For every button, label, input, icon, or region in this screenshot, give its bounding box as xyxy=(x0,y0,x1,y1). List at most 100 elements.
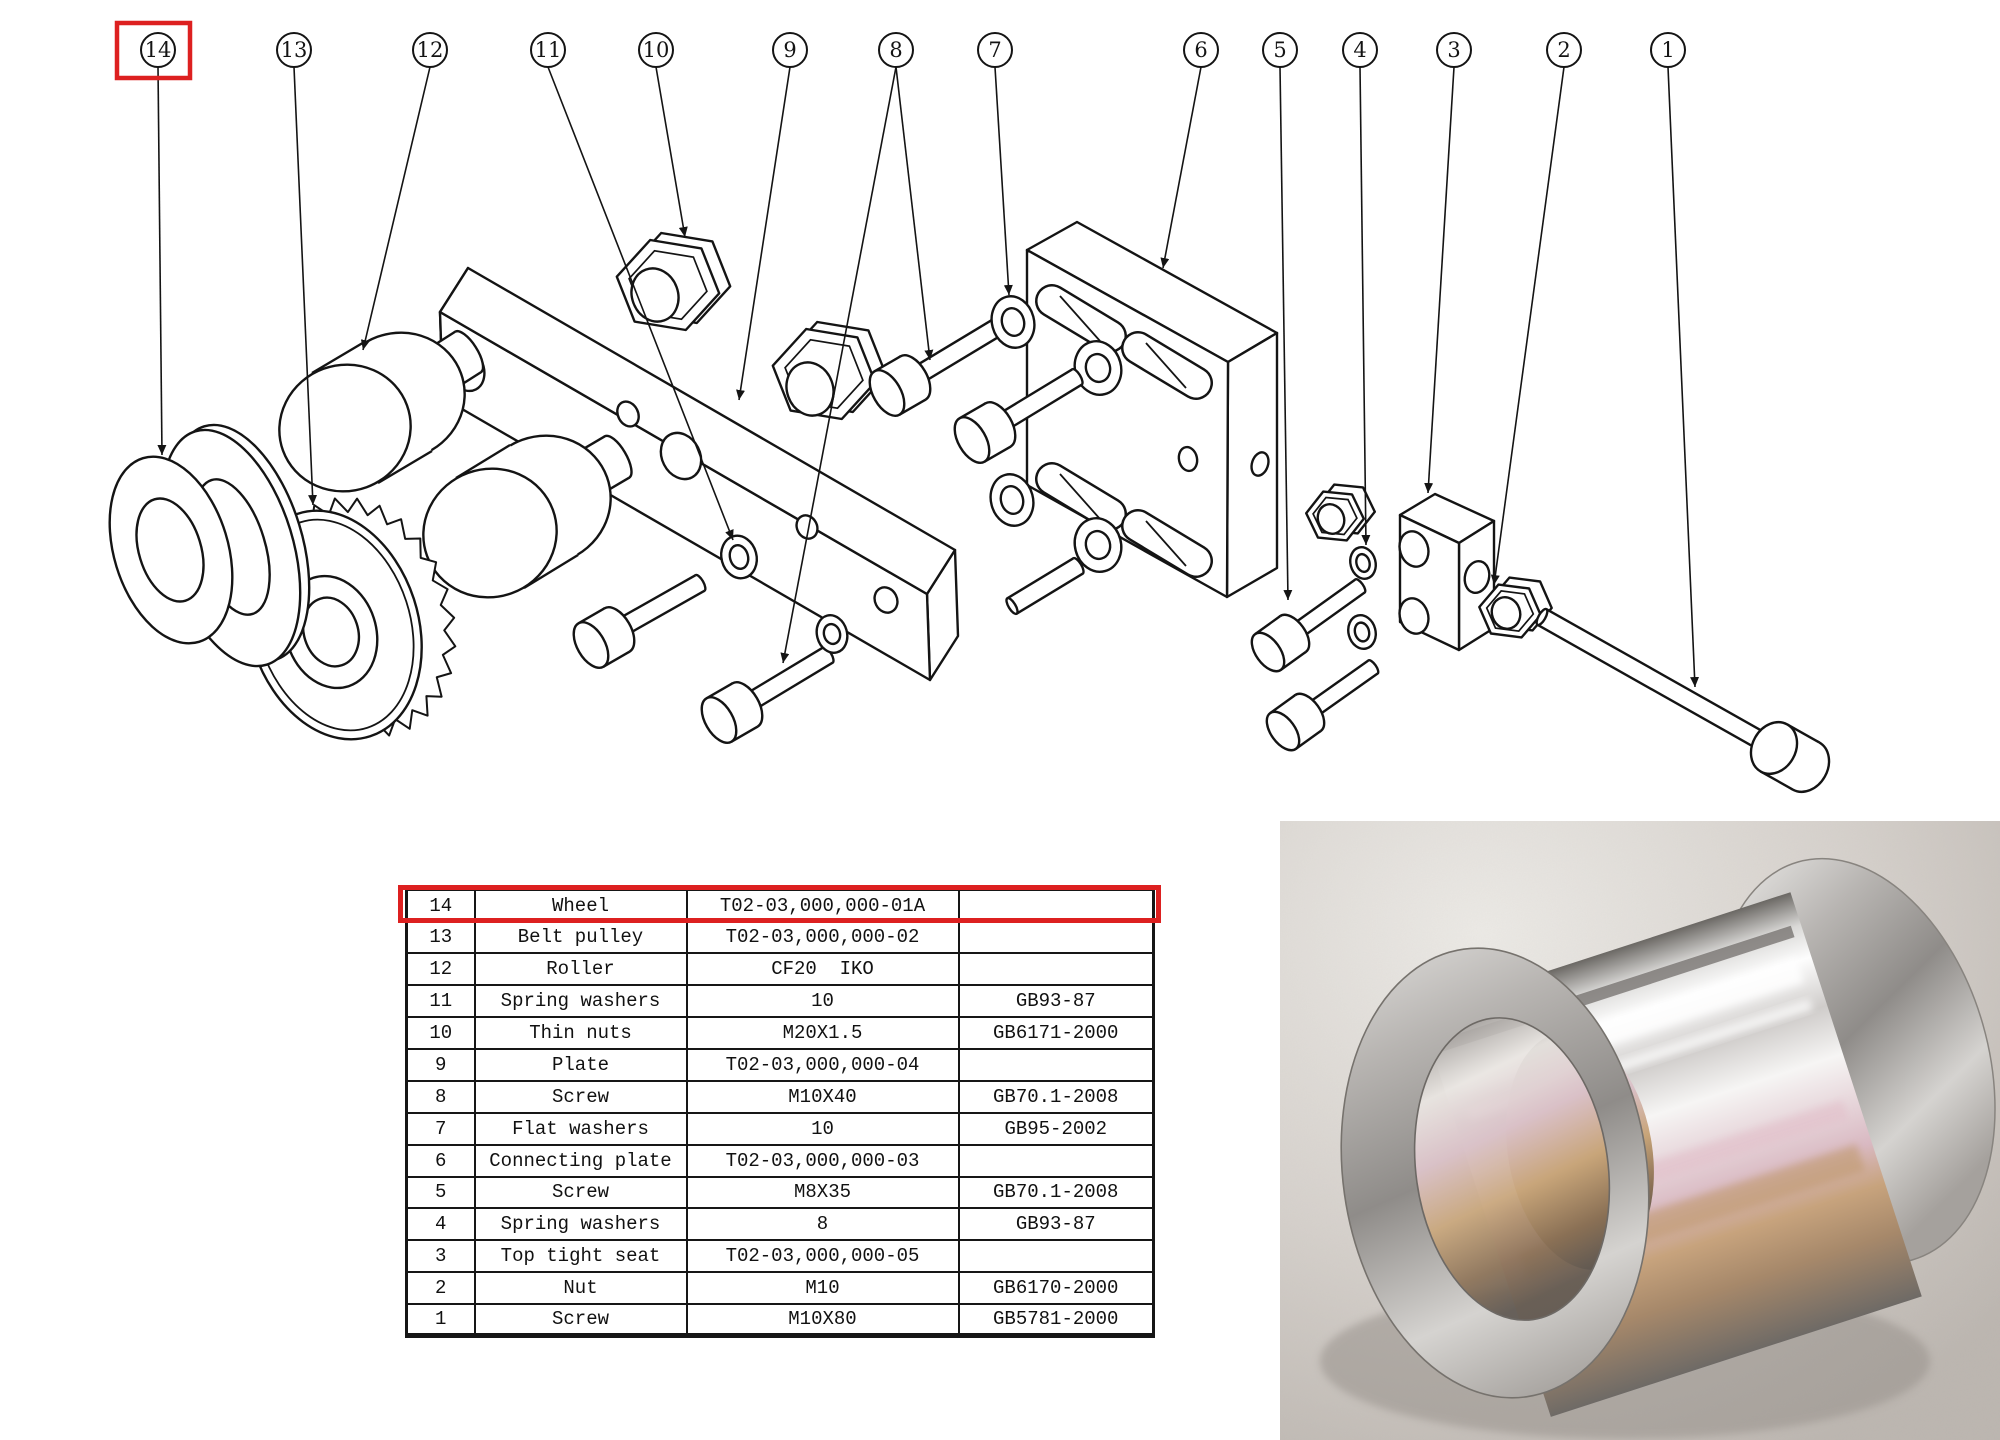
cylinder-near-cap xyxy=(1005,596,1019,616)
callout-7: 7 xyxy=(977,32,1013,68)
part-line xyxy=(1295,729,1322,750)
cylinder-body xyxy=(1537,609,1779,756)
part-line xyxy=(1059,473,1101,520)
part-line xyxy=(1536,623,1771,757)
part-line xyxy=(602,650,631,668)
cell-spec: 8 xyxy=(685,1207,960,1242)
cylinder-body xyxy=(1288,579,1365,641)
cylinder-near-cap xyxy=(1535,607,1549,627)
cylinder-body xyxy=(706,683,758,742)
part-face xyxy=(438,266,957,596)
part-edge xyxy=(1353,621,1371,643)
cell-name: Spring washers xyxy=(473,1207,688,1242)
callout-number: 6 xyxy=(1194,38,1207,62)
cylinder-body xyxy=(993,369,1082,433)
cell-no: 4 xyxy=(405,1207,476,1242)
leader-line-9 xyxy=(736,66,791,401)
cylinder-near-cap xyxy=(1265,710,1301,752)
callout-circle xyxy=(1546,32,1582,68)
part-line xyxy=(1006,557,1074,600)
part-line xyxy=(1059,295,1101,342)
cell-standard xyxy=(957,1239,1155,1274)
cylinder-body xyxy=(1007,558,1083,614)
cell-standard: GB95-2002 xyxy=(957,1111,1155,1146)
leader-line-12 xyxy=(360,66,431,351)
leader-line-1 xyxy=(1667,66,1700,688)
cylinder-near-cap xyxy=(1749,720,1799,776)
part-edge xyxy=(999,484,1025,516)
part-line xyxy=(1287,578,1357,629)
cell-no: 10 xyxy=(405,1016,476,1050)
part-line xyxy=(898,398,927,416)
part-edge xyxy=(1355,552,1371,574)
part-edge xyxy=(1398,597,1430,635)
cell-name: Belt pulley xyxy=(473,920,688,955)
cell-no: 2 xyxy=(405,1271,476,1306)
part-line xyxy=(1296,591,1366,642)
cylinder-near-cap xyxy=(700,696,738,744)
cell-spec: M10X40 xyxy=(685,1079,960,1114)
cell-spec: M20X1.5 xyxy=(685,1016,960,1050)
callout-6: 6 xyxy=(1183,32,1219,68)
callout-2: 2 xyxy=(1546,32,1582,68)
part-line xyxy=(1002,383,1083,434)
part-edge xyxy=(1084,529,1112,561)
callout-circle xyxy=(878,32,914,68)
part-line xyxy=(1545,608,1780,742)
leader-line-3 xyxy=(1424,66,1455,494)
wheel-front-flange xyxy=(1300,906,1730,1440)
part-edge xyxy=(1398,530,1430,568)
cylinder-body xyxy=(1303,660,1378,720)
cylinder-body xyxy=(959,403,1011,462)
callout-circle xyxy=(1262,32,1298,68)
cell-standard: GB70.1-2008 xyxy=(957,1175,1155,1210)
cell-spec: M10X80 xyxy=(685,1303,960,1337)
part-line xyxy=(1145,520,1187,567)
cylinder-body xyxy=(612,575,705,638)
highlight-row-box xyxy=(398,885,1161,923)
leader-line-2 xyxy=(1490,66,1565,586)
cylinder-body xyxy=(740,647,833,713)
part-line xyxy=(1311,672,1379,721)
cell-name: Roller xyxy=(473,952,688,987)
callout-number: 10 xyxy=(643,38,670,62)
part-line xyxy=(577,607,606,625)
cell-name: Screw xyxy=(473,1303,688,1337)
callout-circle xyxy=(140,32,176,68)
cell-spec: M10 xyxy=(685,1271,960,1306)
callout-circle xyxy=(1650,32,1686,68)
part-edge xyxy=(822,622,842,646)
callout-circle xyxy=(1436,32,1472,68)
cell-name: Screw xyxy=(473,1079,688,1114)
part-line xyxy=(455,443,511,480)
callout-1: 1 xyxy=(1650,32,1686,68)
cylinder-body xyxy=(1270,695,1321,749)
callout-number: 11 xyxy=(535,38,562,62)
part-edge xyxy=(301,596,361,668)
callout-number: 8 xyxy=(889,38,902,62)
cell-no: 6 xyxy=(405,1143,476,1178)
callout-circle xyxy=(977,32,1013,68)
cell-no: 13 xyxy=(405,920,476,955)
cell-spec: CF20 IKO xyxy=(685,952,960,987)
part-edge xyxy=(616,400,640,428)
nut-chamfer xyxy=(1485,589,1535,633)
callout-number: 9 xyxy=(783,38,796,62)
cell-standard: GB93-87 xyxy=(957,1207,1155,1242)
cell-no: 7 xyxy=(405,1111,476,1146)
leader-line-4 xyxy=(1359,66,1371,546)
callout-5: 5 xyxy=(1262,32,1298,68)
cell-no: 12 xyxy=(405,952,476,987)
cell-name: Screw xyxy=(473,1175,688,1210)
part-line xyxy=(611,574,697,624)
part-line xyxy=(983,445,1012,463)
cell-name: Top tight seat xyxy=(473,1239,688,1274)
cylinder-body xyxy=(578,608,630,667)
